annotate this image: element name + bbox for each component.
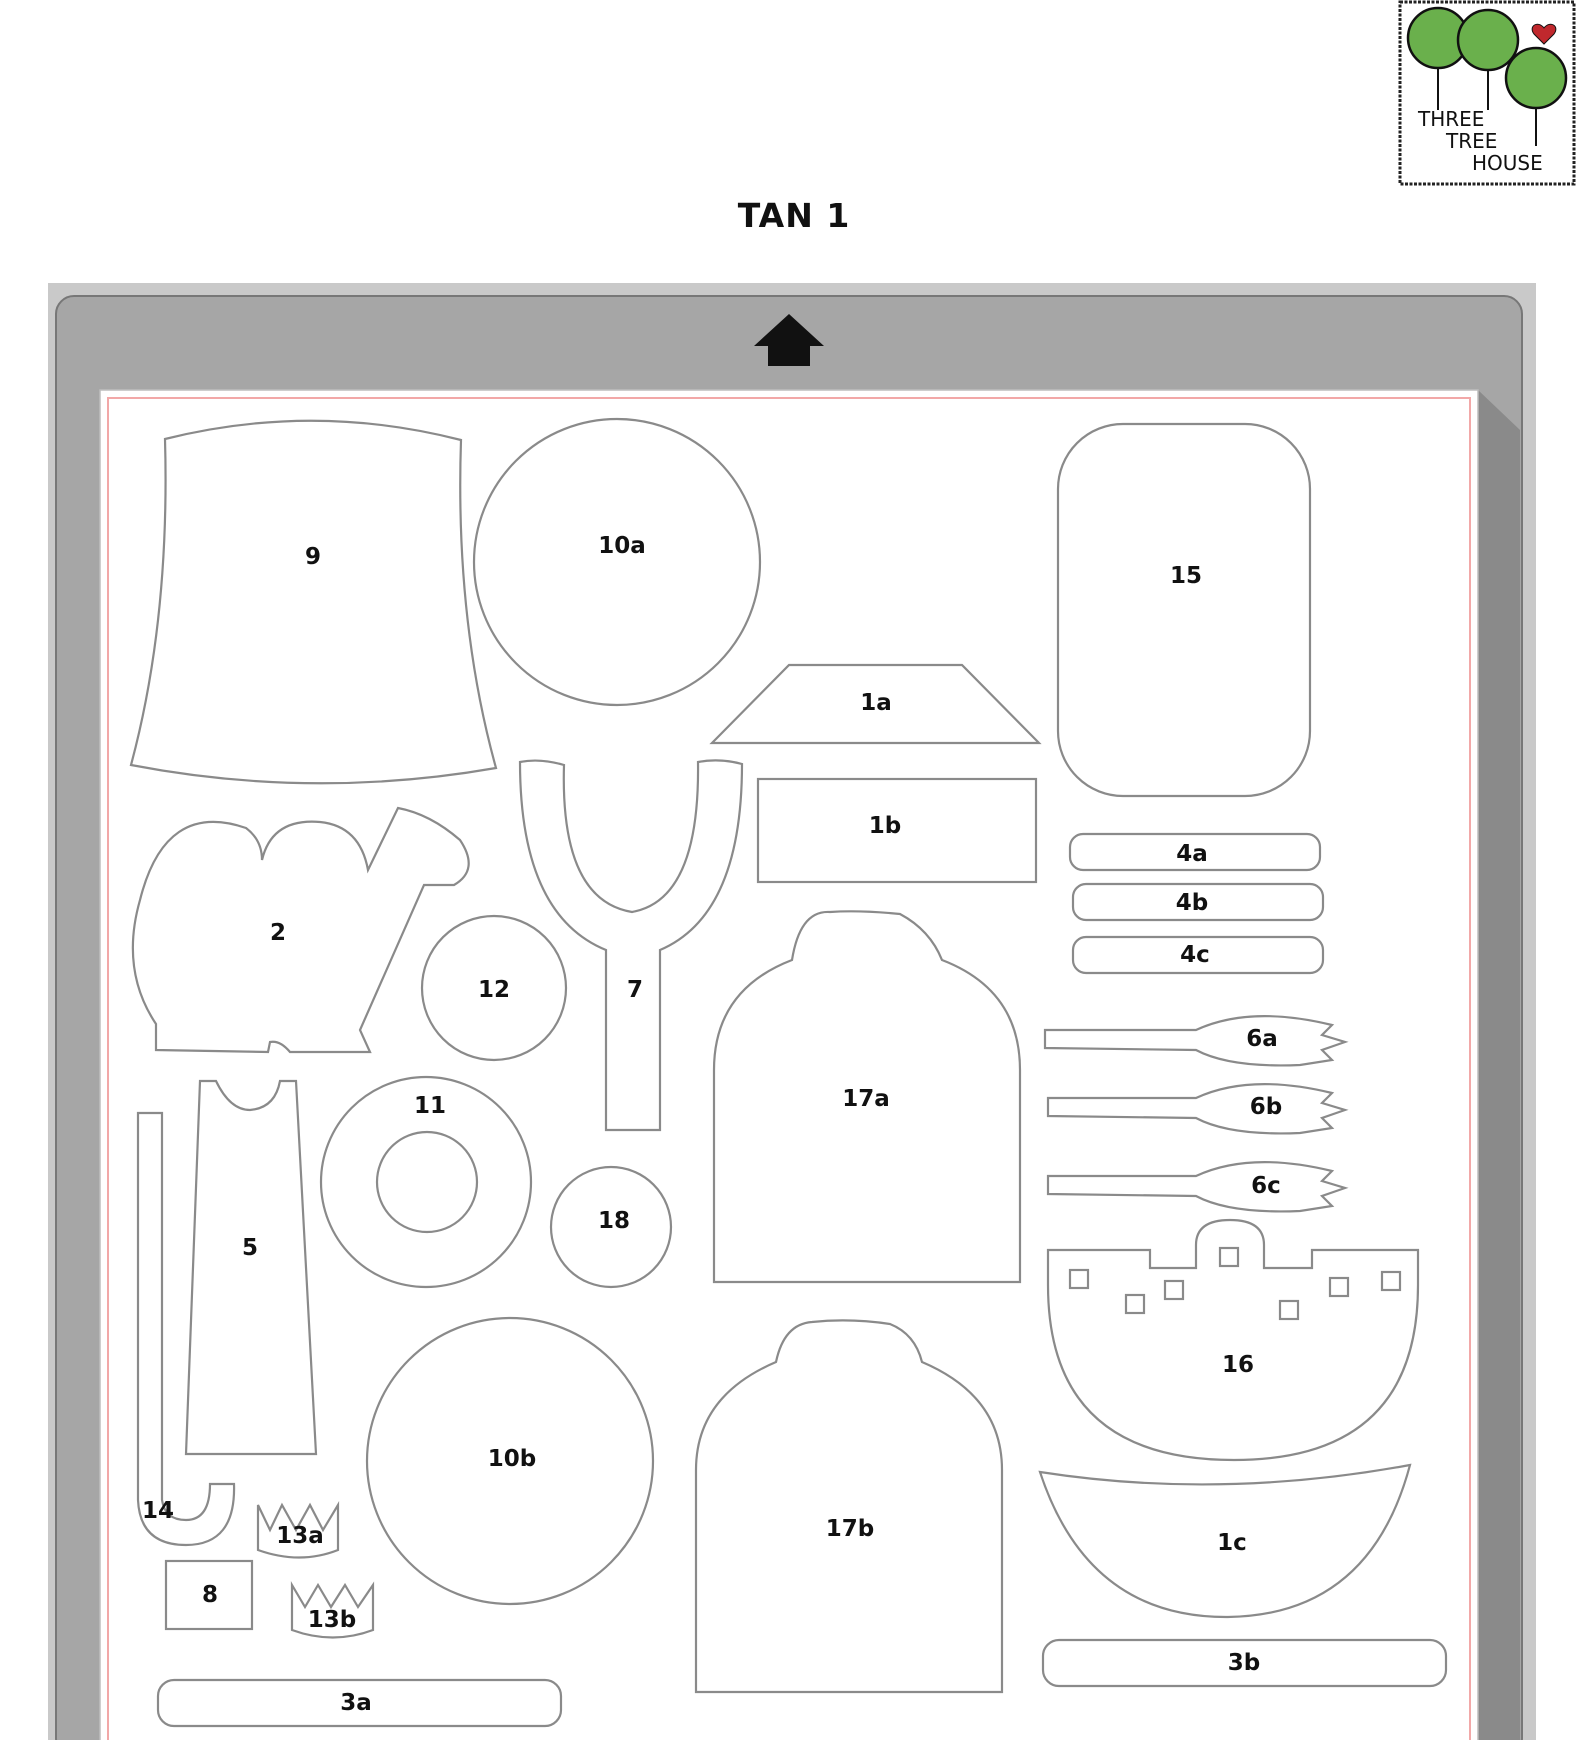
piece-1a-label: 1a (860, 690, 892, 716)
logo-line-3: HOUSE (1472, 151, 1543, 175)
piece-10b: 10b (365, 1316, 655, 1606)
piece-13a-label: 13a (276, 1523, 324, 1549)
mat-shadow (1478, 390, 1520, 1740)
piece-16: 16 (1046, 1218, 1420, 1462)
piece-4a: 4a (1068, 832, 1322, 872)
page-title: TAN 1 (737, 196, 851, 235)
three-tree-house-logo: THREE TREE HOUSE (1398, 0, 1576, 186)
piece-2-label: 2 (270, 920, 286, 946)
piece-7-label: 7 (627, 977, 643, 1003)
piece-8-label: 8 (202, 1582, 218, 1608)
piece-12-label: 12 (478, 977, 510, 1003)
piece-14: 14 (136, 1111, 236, 1547)
piece-6b-label: 6b (1250, 1094, 1282, 1120)
piece-6c: 6c (1046, 1161, 1349, 1213)
piece-7: 7 (518, 759, 744, 1132)
piece-4a-label: 4a (1176, 841, 1208, 867)
piece-17b: 17b (694, 1319, 1004, 1694)
piece-10b-label: 10b (488, 1446, 536, 1472)
piece-3b: 3b (1041, 1638, 1448, 1688)
piece-13b-label: 13b (308, 1607, 356, 1633)
piece-2: 2 (131, 806, 470, 1054)
piece-13b: 13b (290, 1580, 375, 1639)
margin-line (107, 397, 1471, 1740)
piece-5-label: 5 (242, 1235, 258, 1261)
piece-6c-label: 6c (1251, 1173, 1281, 1199)
piece-17b-label: 17b (826, 1516, 874, 1542)
piece-1a: 1a (709, 663, 1042, 745)
piece-9-label: 9 (305, 544, 321, 570)
piece-14-label: 14 (142, 1498, 174, 1524)
piece-9: 9 (129, 419, 498, 785)
piece-3a: 3a (156, 1678, 563, 1728)
piece-6a: 6a (1043, 1015, 1349, 1067)
piece-4c-label: 4c (1180, 942, 1210, 968)
piece-15-label: 15 (1170, 563, 1202, 589)
piece-3a-label: 3a (340, 1690, 372, 1716)
piece-11-label: 11 (414, 1093, 446, 1119)
piece-15: 15 (1056, 422, 1312, 798)
piece-16-label: 16 (1222, 1352, 1254, 1378)
piece-4b: 4b (1071, 882, 1325, 922)
piece-3b-label: 3b (1228, 1650, 1260, 1676)
piece-10a-label: 10a (598, 533, 646, 559)
piece-5: 5 (184, 1079, 318, 1456)
piece-1c: 1c (1038, 1463, 1412, 1619)
piece-4c: 4c (1071, 935, 1325, 975)
logo-line-1: THREE (1417, 107, 1484, 131)
piece-17a: 17a (712, 910, 1022, 1284)
piece-6b: 6b (1046, 1083, 1349, 1135)
piece-11: 11 (319, 1075, 533, 1289)
piece-18: 18 (549, 1165, 673, 1289)
piece-10a: 10a (472, 417, 762, 707)
feed-arrow-up-icon (754, 314, 824, 366)
heart-icon (1531, 23, 1557, 45)
three-trees-heart-logo-icon (1406, 6, 1568, 146)
piece-12: 12 (420, 914, 568, 1062)
piece-6a-label: 6a (1246, 1026, 1278, 1052)
piece-1c-label: 1c (1217, 1530, 1247, 1556)
logo-line-2: TREE (1445, 129, 1497, 153)
piece-4b-label: 4b (1176, 890, 1208, 916)
piece-1b: 1b (756, 777, 1038, 884)
piece-1b-label: 1b (869, 813, 901, 839)
piece-17a-label: 17a (842, 1086, 890, 1112)
piece-8: 8 (164, 1559, 254, 1631)
piece-18-label: 18 (598, 1208, 630, 1234)
piece-13a: 13a (256, 1501, 340, 1559)
